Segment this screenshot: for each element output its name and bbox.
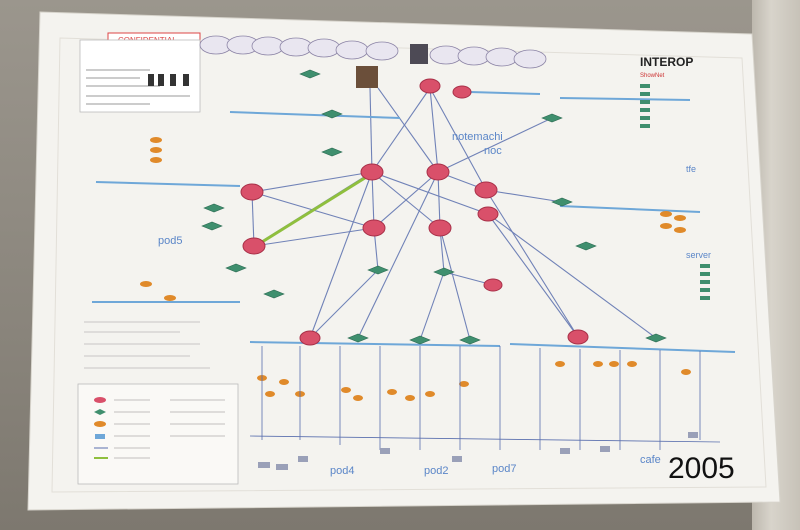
person-photo-2 [410,44,428,64]
notes-box [79,39,201,113]
zone-label-server: server [686,250,711,260]
note-lines [86,69,190,105]
legend-lines [114,399,225,459]
switch-nodes [201,69,667,345]
server-stacks [640,84,710,300]
zone-label-noc: noc [484,145,502,157]
address-notes [84,321,210,369]
year-label: 2005 [668,452,735,485]
zone-label-tfe: tfe [686,164,696,174]
router-node [452,85,472,99]
router-node [428,219,452,237]
router-node [242,237,266,255]
router-node [240,183,264,201]
zone-label-pod4: pod4 [330,465,354,477]
host-nodes [140,137,691,401]
router-node [477,206,499,222]
zone-label-pod7: pod7 [492,463,516,475]
brand-subtitle: ShowNet [640,73,665,79]
person-photo-1 [356,66,378,88]
router-node [360,163,384,181]
router-node [567,329,589,345]
brand-title: INTEROP [640,55,693,69]
router-node [483,278,503,292]
zone-label-pod5: pod5 [158,235,182,247]
zone-label-pod2: pod2 [424,465,448,477]
router-node [362,219,386,237]
bottom-devices [258,432,698,470]
drop-lines [249,346,721,450]
hand-drawn-devices [148,74,189,86]
router-node [474,181,498,199]
isp-clouds [199,35,547,69]
router-node [299,330,321,346]
green-trunk-link [261,174,369,244]
router-node [426,163,450,181]
zone-labels: notemachi noc pod5 pod4 pod2 pod7 cafe t… [158,131,711,477]
router-node [419,78,441,94]
zone-label-cafe: cafe [640,454,661,466]
core-routers [240,78,589,346]
bus-bars [92,91,736,353]
legend-swatches [94,397,108,459]
zone-label-notemachi: notemachi [452,131,503,143]
